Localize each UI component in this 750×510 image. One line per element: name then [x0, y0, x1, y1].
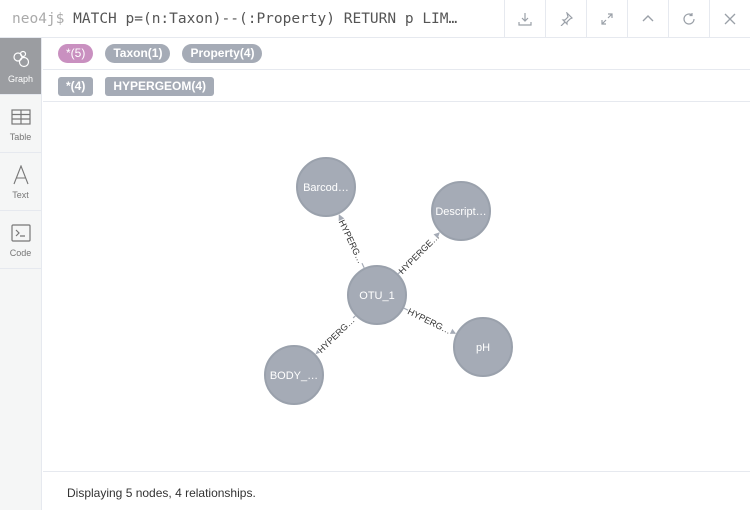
graph-visualization[interactable]: HYPERG… HYPERGE… HYPERG… HYPERG… OTU_1 Barcod… [43, 103, 750, 471]
relationship-type-all[interactable]: *(4) [58, 76, 94, 96]
status-text: Displaying 5 nodes, 4 relationships. [67, 486, 256, 500]
collapse-icon[interactable] [627, 0, 668, 38]
sidebar-item-table[interactable]: Table [0, 95, 41, 153]
node-label-all[interactable]: *(5) [58, 44, 94, 63]
relationship-label: HYPERG… [316, 315, 357, 355]
node-otu[interactable] [347, 265, 407, 325]
node-label-property[interactable]: Property(4) [182, 44, 263, 63]
relationship-label: HYPERG… [337, 218, 366, 265]
download-icon[interactable] [504, 0, 545, 38]
node-label-row: *(5) Taxon(1) Property(4) [43, 38, 750, 70]
relationship-label-bg [314, 313, 358, 356]
sidebar-item-text[interactable]: Text [0, 153, 41, 211]
sidebar-item-label: Graph [7, 74, 33, 84]
prompt-label: neo4j$ [12, 11, 65, 27]
node-ph[interactable] [453, 317, 513, 377]
node-label: OTU_1 [359, 290, 394, 302]
node-label: BODY_… [270, 370, 318, 382]
node-body[interactable] [264, 345, 324, 405]
node-label: pH [476, 342, 490, 354]
legend-bar: *(5) Taxon(1) Property(4) *(4) HYPERGEOM… [43, 38, 750, 102]
frame-toolbar [504, 0, 750, 38]
pin-icon[interactable] [545, 0, 586, 38]
node-label: Descript… [435, 206, 486, 218]
status-bar: Displaying 5 nodes, 4 relationships. [43, 471, 750, 510]
node-descript[interactable] [431, 181, 491, 241]
table-icon [10, 106, 31, 128]
close-icon[interactable] [709, 0, 750, 38]
query-text[interactable]: MATCH p=(n:Taxon)--(:Property) RETURN p … [73, 11, 458, 27]
sidebar-item-graph[interactable]: Graph [0, 38, 41, 95]
graph-canvas[interactable]: HYPERG… HYPERGE… HYPERG… HYPERG… OTU_1 Barcod… [43, 103, 750, 471]
sidebar-item-label: Table [9, 131, 32, 142]
query-editor[interactable]: neo4j$ MATCH p=(n:Taxon)--(:Property) RE… [12, 0, 496, 38]
node-label-taxon[interactable]: Taxon(1) [105, 44, 171, 63]
expand-icon[interactable] [586, 0, 627, 38]
sidebar-item-label: Text [12, 189, 29, 200]
relationship-type-row: *(4) HYPERGEOM(4) [43, 70, 750, 102]
relationship-type-hypergeom[interactable]: HYPERGEOM(4) [105, 76, 215, 96]
relationship-label: HYPERGE… [397, 231, 442, 276]
sidebar-item-label: Code [9, 247, 32, 258]
node-barcode[interactable] [296, 157, 356, 217]
view-sidebar: Graph Table Text Code [0, 38, 42, 510]
node-label: Barcod… [303, 182, 349, 194]
relationship-label-bg [336, 217, 368, 266]
editor-bar: neo4j$ MATCH p=(n:Taxon)--(:Property) RE… [0, 0, 750, 38]
relationship-label: HYPERG… [406, 306, 453, 336]
sidebar-item-code[interactable]: Code [0, 211, 41, 269]
refresh-icon[interactable] [668, 0, 709, 38]
graph-icon [11, 48, 31, 70]
relationship-label-bg [405, 304, 454, 337]
text-icon [12, 164, 30, 186]
code-icon [10, 222, 31, 244]
relationship-label-bg [397, 232, 440, 275]
